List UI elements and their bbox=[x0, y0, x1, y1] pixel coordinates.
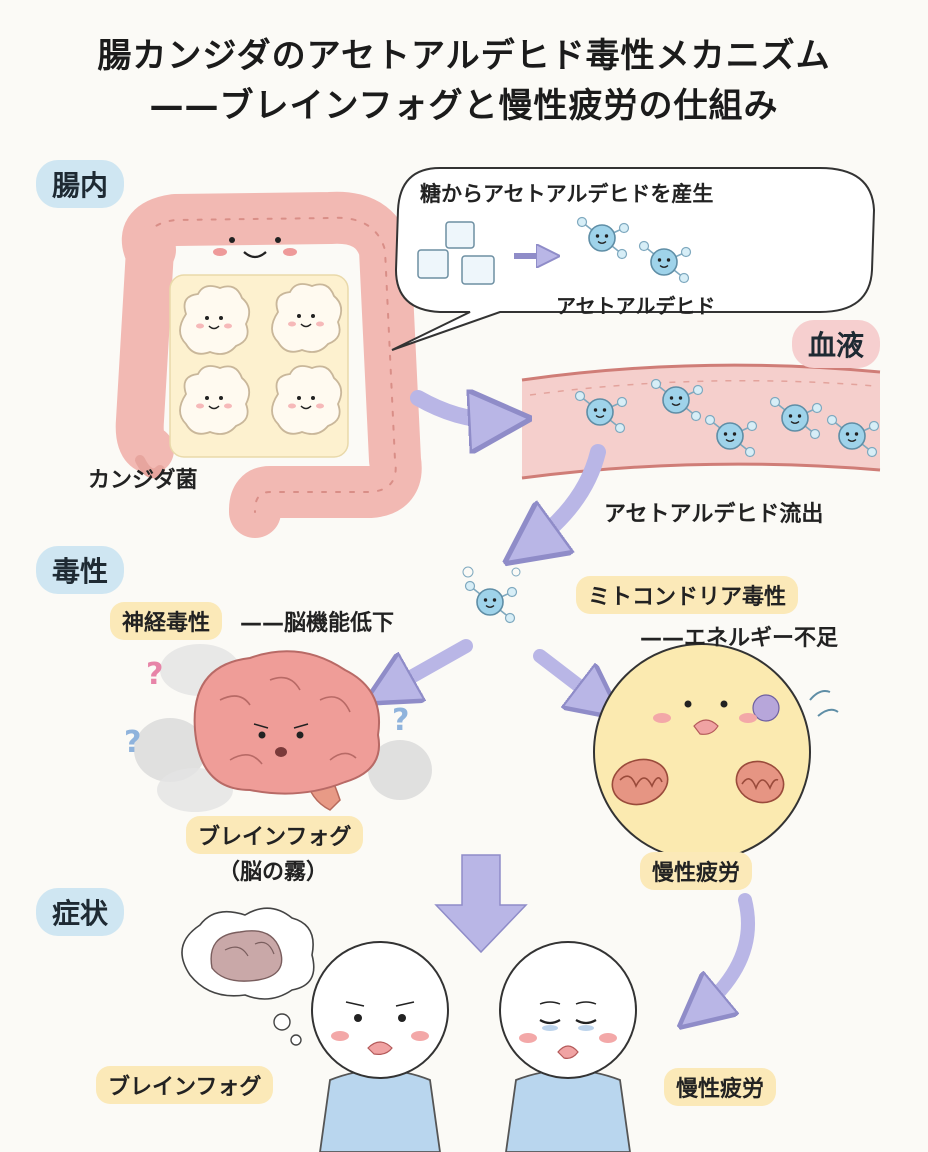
label-chronic-fatigue: 慢性疲労 bbox=[640, 852, 753, 890]
mitochondria-left bbox=[611, 758, 669, 806]
label-speech-molecule: アセトアルデヒド bbox=[556, 294, 716, 318]
candida-yeast-4 bbox=[271, 365, 343, 435]
person-brain-fog bbox=[311, 941, 449, 1152]
label-neurotoxicity: 神経毒性 bbox=[110, 602, 223, 640]
svg-text:?: ? bbox=[146, 657, 163, 692]
candida-yeast-3 bbox=[179, 365, 251, 435]
label-candida: カンジダ菌 bbox=[88, 468, 198, 493]
label-speech-title: 糖からアセトアルデヒドを産生 bbox=[420, 182, 714, 206]
svg-text:?: ? bbox=[392, 703, 409, 738]
flow-arrows bbox=[388, 398, 755, 1010]
title-line-2: ——ブレインフォグと慢性疲労の仕組み bbox=[149, 86, 779, 126]
label-blood-outflow: アセトアルデヒド流出 bbox=[604, 502, 824, 527]
label-brain-fog: ブレインフォグ bbox=[186, 816, 364, 854]
label-symptom-fatigue: 慢性疲労 bbox=[664, 1068, 777, 1106]
title-line-1: 腸カンジダのアセトアルデヒド毒性メカニズム bbox=[97, 36, 831, 76]
section-toxicity: 毒性 bbox=[36, 546, 125, 594]
speech-bubble bbox=[391, 167, 876, 351]
label-symptom-brain-fog: ブレインフォグ bbox=[96, 1066, 274, 1104]
label-brain-fog-sub: （脳の霧） bbox=[218, 860, 329, 885]
intestine-illustration bbox=[115, 191, 422, 538]
section-symptoms: 症状 bbox=[36, 888, 125, 936]
acetaldehyde-molecule bbox=[462, 566, 521, 624]
thought-bubble bbox=[181, 907, 315, 1046]
cell-illustration bbox=[593, 643, 839, 861]
blood-vessel bbox=[521, 363, 881, 480]
svg-text:?: ? bbox=[124, 725, 141, 760]
mitochondria-right bbox=[735, 760, 785, 804]
label-neuro-effect: ——脳機能低下 bbox=[240, 611, 395, 636]
down-arrow bbox=[434, 854, 528, 954]
label-mito-effect: ——エネルギー不足 bbox=[640, 626, 839, 651]
candida-yeast-1 bbox=[179, 285, 251, 355]
brain-illustration: ? ? ? bbox=[124, 644, 432, 812]
person-fatigue bbox=[499, 941, 637, 1152]
label-mito-toxicity: ミトコンドリア毒性 bbox=[576, 576, 799, 614]
candida-yeast-2 bbox=[271, 283, 343, 353]
section-blood: 血液 bbox=[792, 320, 881, 368]
section-gut: 腸内 bbox=[36, 160, 125, 208]
